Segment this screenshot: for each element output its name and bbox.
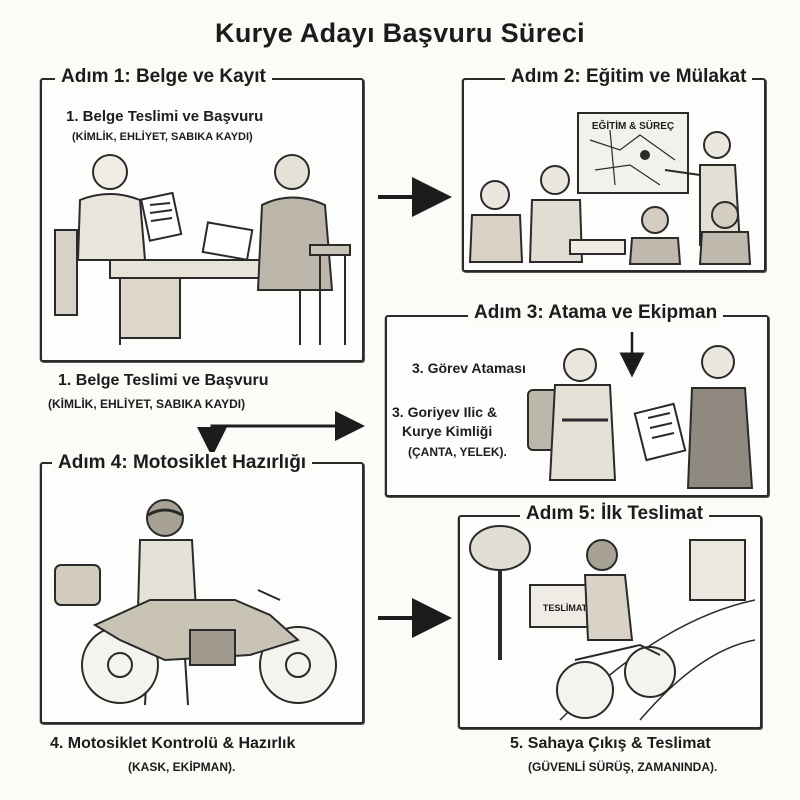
- step-4-subcaption: (KASK, EKİPMAN).: [128, 760, 236, 774]
- step-5-subcaption: (GÜVENLİ SÜRÜŞ, ZAMANINDA).: [528, 760, 718, 774]
- flow-arrows: [197, 177, 452, 638]
- training-illustration: EĞİTİM & SÜREÇ: [468, 112, 752, 265]
- step-4-caption: 4. Motosiklet Kontrolü & Hazırlık: [50, 735, 296, 752]
- step-5-title: Adım 5: İlk Teslimat: [520, 503, 710, 525]
- motorcycle-prep-illustration: [54, 499, 337, 706]
- arrow-down-left-icon: [197, 424, 265, 457]
- first-delivery-illustration: TESLİMAT: [469, 525, 756, 721]
- step-1-title: Adım 1: Belge ve Kayıt: [55, 66, 272, 88]
- step-3-caption-a: 3. Görev Ataması: [412, 360, 526, 376]
- step-1-subcaption: (KİMLİK, EHLİYET, SABIKA KAYDI): [48, 397, 246, 411]
- step-5-caption: 5. Sahaya Çıkış & Teslimat: [510, 735, 711, 752]
- step-3-subcaption: (ÇANTA, YELEK).: [408, 445, 507, 459]
- step-4-title: Adım 4: Motosiklet Hazırlığı: [52, 452, 313, 474]
- step-3-caption-b2: Kurye Kimliği: [402, 423, 493, 439]
- step-3-title: Adım 3: Atama ve Ekipman: [468, 302, 724, 324]
- document-submission-illustration: [54, 154, 351, 345]
- page-title: Kurye Adayı Başvuru Süreci: [215, 18, 585, 48]
- board-label: EĞİTİM & SÜREÇ: [592, 119, 674, 132]
- step-1-caption: 1. Belge Teslimi ve Başvuru: [58, 372, 269, 389]
- step-2-title: Adım 2: Eğitim ve Mülakat: [505, 66, 753, 88]
- delivery-box-label: TESLİMAT: [543, 603, 588, 613]
- step-1-inner-caption: 1. Belge Teslimi ve Başvuru: [66, 108, 264, 125]
- step-1-inner-subcaption: (KİMLİK, EHLİYET, SABIKA KAYDI): [72, 131, 253, 143]
- step-3-caption-b1: 3. Goriyev Ilic &: [392, 404, 498, 420]
- assignment-illustration: [527, 345, 754, 489]
